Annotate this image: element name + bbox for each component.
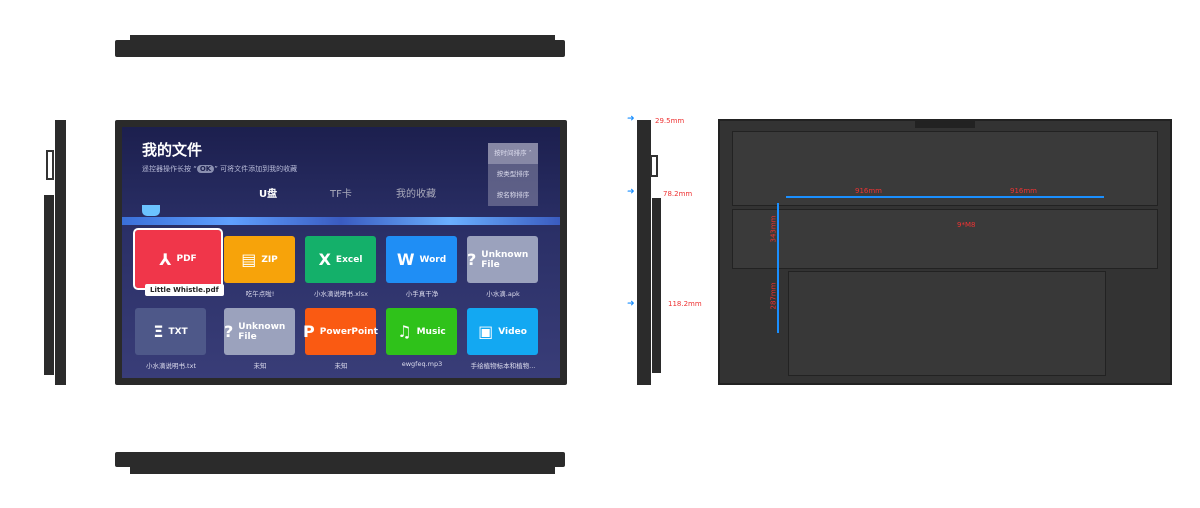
right-side-handle [650,155,658,177]
file-type-label: Unknown File [238,321,286,342]
screw-spec: 9*M8 [957,221,976,229]
file-type-label: Video [498,326,527,337]
left-width-dimension: 916mm [855,187,882,195]
depth-dimension-bottom: 118.2mm [668,300,702,308]
bottom-view [115,452,565,467]
depth-dimension-top: 29.5mm [655,117,685,125]
height-measure-line [777,203,779,333]
file-tile[interactable]: ?Unknown File [224,308,295,355]
music-icon: ♫ [397,322,412,341]
sort-menu: 按时间排序 ˄ 按类型排序 按名称排序 [488,143,538,206]
file-tile[interactable]: X Excel [305,236,376,283]
top-view-rail [130,35,555,41]
dim-arrow: ➜ [627,299,635,309]
ok-badge: OK [196,165,215,173]
unknown-file-icon: ? [224,322,234,341]
file-tile[interactable]: ▤ ZIP [224,236,295,283]
file-type-label: ZIP [261,254,278,265]
left-side-handle [46,150,54,180]
zip-icon: ▤ [241,250,257,269]
right-side-view [637,120,651,385]
left-side-view [55,120,66,385]
file-name: ewgfeq.mp3 [401,360,443,368]
ship-icon [142,205,160,216]
right-side-bracket [652,198,661,373]
dim-arrow: ➜ [627,187,635,197]
file-tile[interactable]: ?Unknown File [467,236,538,283]
file-tile[interactable]: ⅄ PDF [133,228,223,290]
file-tile[interactable]: W Word [386,236,457,283]
file-type-label: PDF [176,254,197,264]
file-type-label: Unknown File [481,249,529,270]
file-type-label: Music [416,326,446,337]
back-view [718,119,1172,385]
unknown-file-icon: ? [467,250,477,269]
hint-text: 遥控器操作长按 “OK” 可将文件添加到我的收藏 [142,165,298,173]
left-side-bracket [44,195,54,375]
pdf-icon: ⅄ [159,249,172,269]
wave-decoration [122,217,560,225]
file-name: 手绘植物标本和植物... [470,362,536,370]
dim-arrow: ➜ [627,114,635,124]
file-name: 吃午点啦! [245,290,275,298]
sort-by-type[interactable]: 按类型排序 [496,170,530,178]
tab-favorites[interactable]: 我的收藏 [396,189,436,200]
file-type-label: PowerPoint [319,326,378,337]
sort-by-name[interactable]: 按名称排序 [496,191,530,199]
file-name: 未知 [334,362,348,370]
depth-dimension-middle: 78.2mm [663,190,693,198]
file-name: 未知 [253,362,267,370]
selected-file-tooltip: Little Whistle.pdf [145,284,224,296]
right-width-dimension: 916mm [1010,187,1037,195]
file-type-label: Excel [335,254,363,265]
file-type-label: TXT [168,326,188,337]
file-tile[interactable]: ▣ Video [467,308,538,355]
bottom-view-rail [130,466,555,474]
file-name: 小手真干净 [405,290,439,298]
lower-height-dimension: 287mm [769,282,778,310]
sort-by-time[interactable]: 按时间排序 ˄ [488,143,538,164]
txt-icon: Ξ [153,322,164,341]
screen: 我的文件 遥控器操作长按 “OK” 可将文件添加到我的收藏 U盘 TF卡 我的收… [122,127,560,378]
file-name: 小水滴说明书.xlsx [314,290,368,298]
word-icon: W [396,250,415,269]
file-name: 小水滴.apk [486,290,520,298]
file-tile[interactable]: Ξ TXT [135,308,206,355]
file-name: 小水滴说明书.txt [145,362,196,370]
powerpoint-icon: P [303,322,315,341]
page-title: 我的文件 [142,141,203,159]
file-type-label: Word [419,254,447,265]
tab-tf-card[interactable]: TF卡 [330,189,352,200]
top-view [115,40,565,57]
tab-usb[interactable]: U盘 [259,189,278,200]
width-measure-line [786,196,1104,198]
file-tile[interactable]: ♫ Music [386,308,457,355]
upper-height-dimension: 343mm [769,215,778,243]
video-icon: ▣ [478,322,494,341]
excel-icon: X [318,250,331,269]
file-tile[interactable]: P PowerPoint [303,308,378,355]
